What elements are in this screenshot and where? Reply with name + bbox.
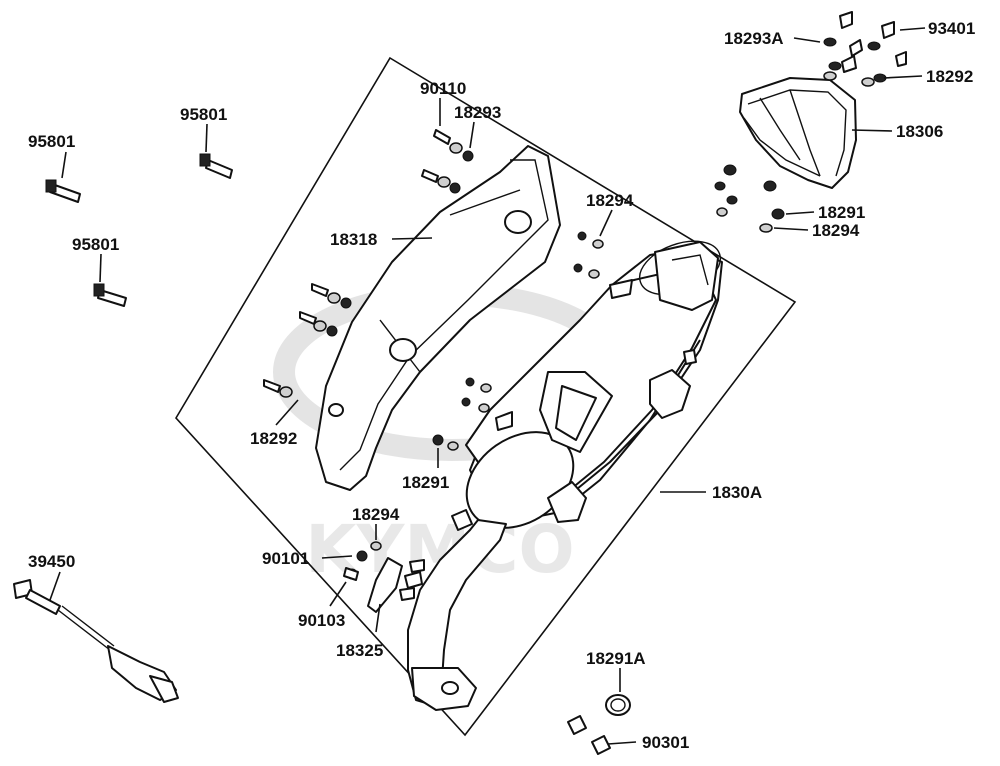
- label-18291-mid: 18291: [402, 473, 449, 492]
- muffler-assembly: [399, 240, 723, 711]
- label-90301: 90301: [642, 733, 689, 752]
- label-18291A: 18291A: [586, 649, 646, 668]
- label-18292-left: 18292: [250, 429, 297, 448]
- label-18318: 18318: [330, 230, 377, 249]
- label-90110: 90110: [420, 79, 466, 98]
- label-1830A: 1830A: [712, 483, 762, 502]
- label-18292-top: 18292: [926, 67, 973, 86]
- label-90103: 90103: [298, 611, 345, 630]
- oxygen-sensor: [13, 579, 179, 703]
- end-cap: [739, 77, 857, 189]
- label-18325: 18325: [336, 641, 383, 660]
- part-labels: 18293A 93401 18292 18306 18291 18294 958…: [28, 19, 975, 752]
- label-18294-mid: 18294: [586, 191, 634, 210]
- label-18306: 18306: [896, 122, 943, 141]
- label-90101: 90101: [262, 549, 309, 568]
- label-18293: 18293: [454, 103, 501, 122]
- label-18293A: 18293A: [724, 29, 784, 48]
- label-93401: 93401: [928, 19, 975, 38]
- label-39450: 39450: [28, 552, 75, 571]
- label-95801-a: 95801: [28, 132, 75, 151]
- leader-lines: [49, 27, 926, 745]
- label-18294-right: 18294: [812, 221, 860, 240]
- label-95801-c: 95801: [72, 235, 119, 254]
- label-18291-right: 18291: [818, 203, 865, 222]
- heat-shield: [315, 145, 561, 491]
- label-18294-low: 18294: [352, 505, 400, 524]
- assembly-frame: [175, 56, 797, 737]
- label-95801-b: 95801: [180, 105, 227, 124]
- fastener-hardware: [45, 11, 907, 755]
- pipe-guard: [367, 557, 403, 613]
